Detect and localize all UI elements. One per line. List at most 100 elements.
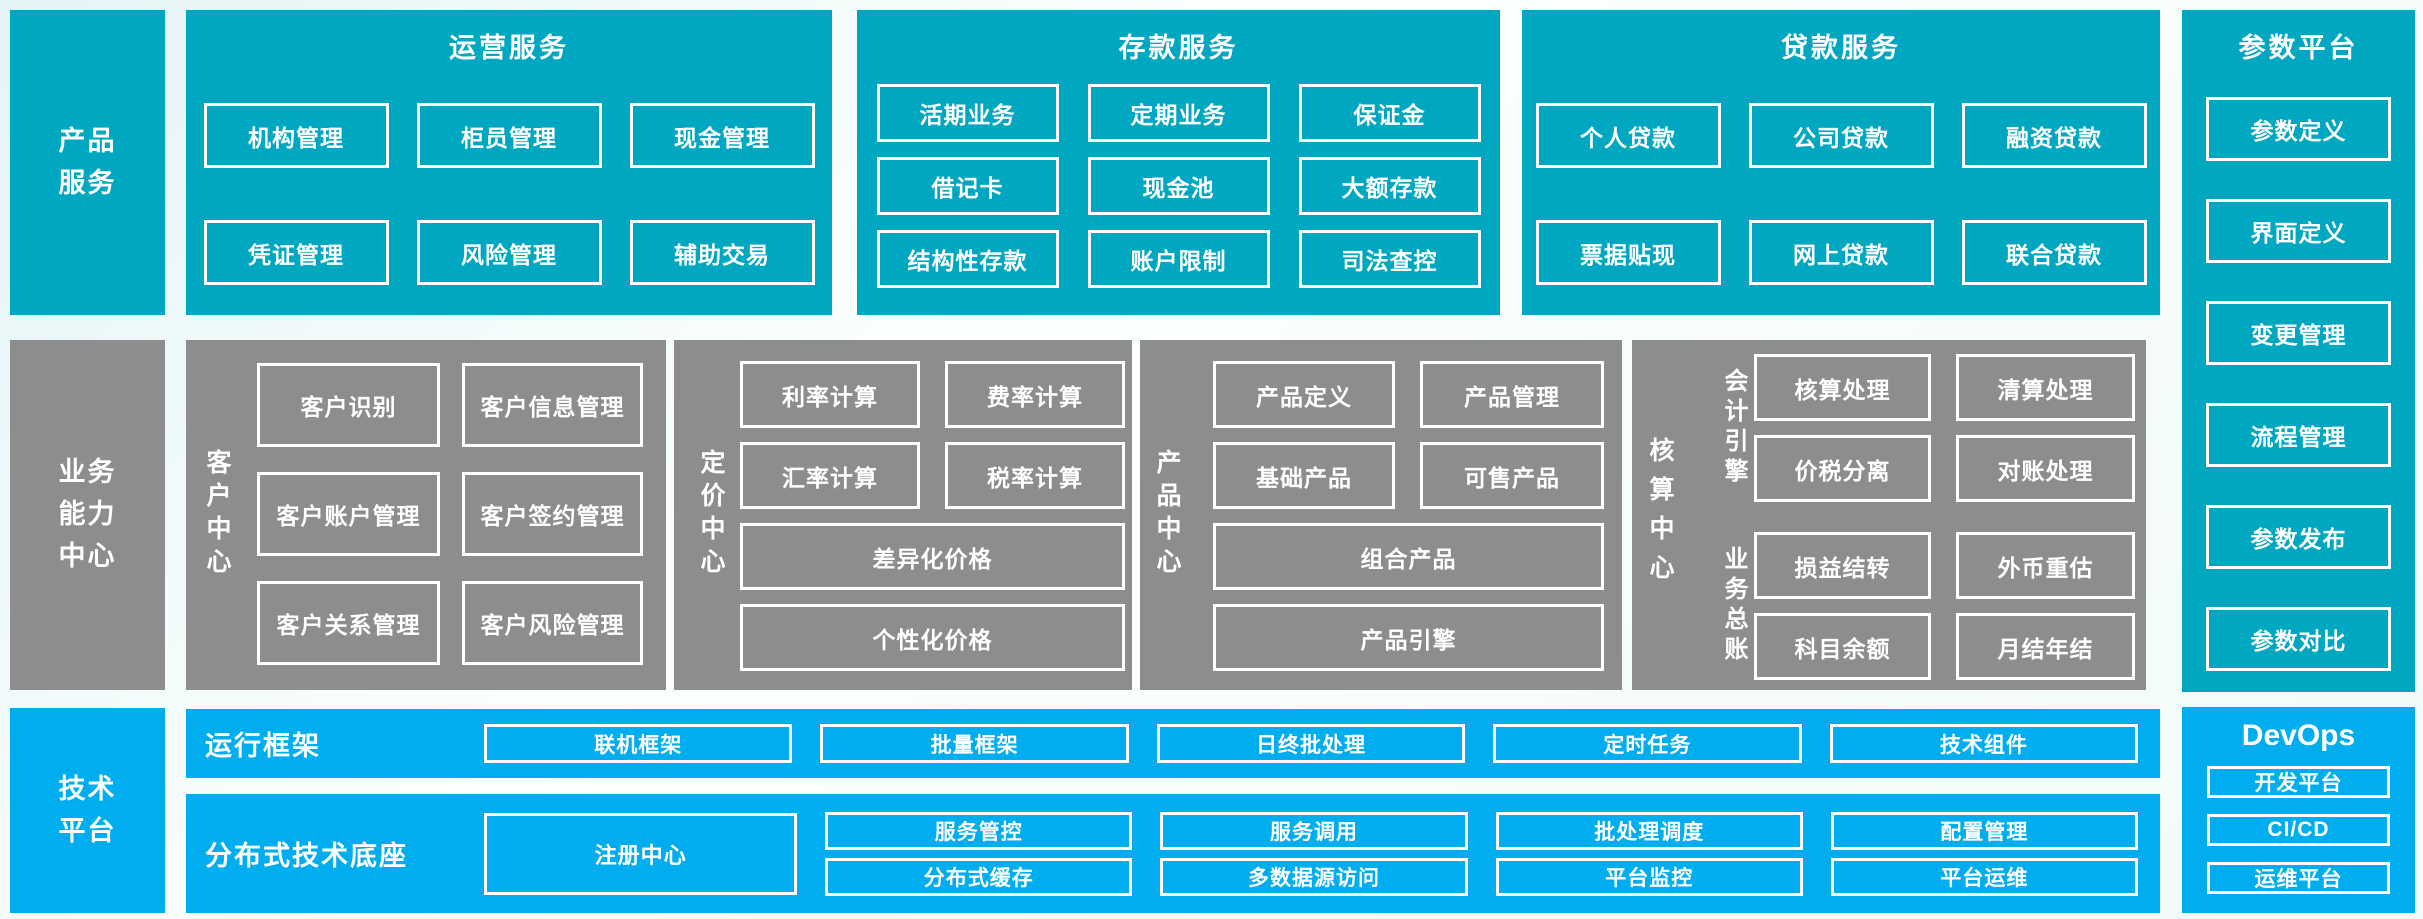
- service-box: 辅助交易: [629, 220, 815, 285]
- bar-distributed-tech-base: 分布式技术底座 注册中心 服务管控 分布式缓存 服务调用 多数据源访问 批处理调…: [186, 794, 2160, 913]
- tech-box-column: 配置管理 平台运维: [1830, 811, 2139, 896]
- panel-accounting-center: 核算中心 会计引擎 核算处理 清算处理 价税分离 对账处理 业务总账 损益结转 …: [1632, 340, 2146, 690]
- customer-box-grid: 客户识别 客户信息管理 客户账户管理 客户签约管理 客户关系管理 客户风险管理: [257, 363, 643, 665]
- tech-box-column: 服务管控 分布式缓存: [825, 811, 1133, 896]
- service-box: 保证金: [1298, 84, 1481, 142]
- tech-box: 批处理调度: [1495, 811, 1803, 850]
- capability-box: 科目余额: [1754, 613, 1931, 680]
- panel-title: DevOps: [2241, 719, 2356, 752]
- capability-box: 客户签约管理: [462, 472, 643, 556]
- service-box: 大额存款: [1298, 157, 1481, 215]
- service-box: 个人贷款: [1535, 103, 1721, 168]
- service-box: 流程管理: [2206, 403, 2391, 467]
- capability-box: 清算处理: [1956, 354, 2135, 421]
- panel-vertical-label: 核算中心: [1646, 437, 1674, 593]
- tech-box: 平台运维: [1830, 857, 2139, 896]
- pricing-box-grid: 利率计算 费率计算 汇率计算 税率计算 差异化价格 个性化价格: [740, 361, 1125, 671]
- capability-box: 核算处理: [1754, 354, 1931, 421]
- service-box: 融资贷款: [1961, 103, 2147, 168]
- band-label-business-capability: 业务 能力 中心: [10, 340, 165, 690]
- loan-box-grid: 个人贷款 公司贷款 融资贷款 票据贴现 网上贷款 联合贷款: [1522, 103, 2160, 285]
- band-label-product-services: 产品 服务: [10, 10, 165, 315]
- tech-box-column: 服务调用 多数据源访问: [1160, 811, 1468, 896]
- capability-box: 产品引擎: [1213, 604, 1604, 671]
- capability-box: 价税分离: [1754, 435, 1931, 502]
- tech-box-column: 批处理调度 平台监控: [1495, 811, 1803, 896]
- tech-box: 日终批处理: [1156, 724, 1466, 763]
- tech-box: 服务管控: [825, 811, 1133, 850]
- panel-title: 贷款服务: [1781, 33, 1901, 63]
- capability-box: 基础产品: [1213, 442, 1395, 509]
- service-box: 凭证管理: [203, 220, 389, 285]
- accounting-group-engine: 会计引擎 核算处理 清算处理 价税分离 对账处理: [1712, 354, 2135, 502]
- panel-deposit-services: 存款服务 活期业务 定期业务 保证金 借记卡 现金池 大额存款 结构性存款 账户…: [857, 10, 1500, 315]
- operations-box-grid: 机构管理 柜员管理 现金管理 凭证管理 风险管理 辅助交易: [186, 103, 832, 285]
- accounting-box-grid: 损益结转 外币重估 科目余额 月结年结: [1754, 532, 2135, 680]
- tech-box: 服务调用: [1160, 811, 1468, 850]
- service-box: 参数发布: [2206, 505, 2391, 569]
- accounting-group-ledger: 业务总账 损益结转 外币重估 科目余额 月结年结: [1712, 532, 2135, 680]
- service-box: 活期业务: [876, 84, 1059, 142]
- tech-box: 技术组件: [1829, 724, 2139, 763]
- capability-box: 产品管理: [1420, 361, 1604, 428]
- panel-vertical-label: 客户中心: [203, 449, 231, 581]
- panel-title: 存款服务: [1118, 33, 1239, 63]
- service-box: 结构性存款: [876, 230, 1059, 288]
- panel-parameter-platform: 参数平台 参数定义 界面定义 变更管理 流程管理 参数发布 参数对比: [2182, 10, 2415, 692]
- capability-box: 客户关系管理: [257, 581, 440, 665]
- devops-box: 开发平台: [2207, 766, 2390, 798]
- capability-box: 费率计算: [945, 361, 1125, 428]
- capability-box: 利率计算: [740, 361, 920, 428]
- capability-box: 个性化价格: [740, 604, 1125, 671]
- service-box: 账户限制: [1087, 230, 1270, 288]
- tech-box: 定时任务: [1493, 724, 1802, 763]
- service-box: 联合贷款: [1961, 220, 2147, 285]
- devops-box-grid: 开发平台 CI/CD 运维平台: [2182, 766, 2415, 894]
- capability-box: 汇率计算: [740, 442, 920, 509]
- panel-devops: DevOps 开发平台 CI/CD 运维平台: [2182, 707, 2415, 913]
- tech-box: 批量框架: [820, 724, 1129, 763]
- parameter-box-grid: 参数定义 界面定义 变更管理 流程管理 参数发布 参数对比: [2182, 97, 2415, 671]
- devops-box: CI/CD: [2207, 814, 2390, 846]
- service-box: 参数对比: [2206, 607, 2391, 671]
- deposit-box-grid: 活期业务 定期业务 保证金 借记卡 现金池 大额存款 结构性存款 账户限制 司法…: [857, 84, 1500, 288]
- capability-box: 对账处理: [1956, 435, 2135, 502]
- capability-box: 差异化价格: [740, 523, 1125, 590]
- accounting-groups: 会计引擎 核算处理 清算处理 价税分离 对账处理 业务总账 损益结转 外币重估 …: [1712, 354, 2135, 680]
- panel-vertical-label: 定价中心: [697, 449, 725, 581]
- capability-box: 产品定义: [1213, 361, 1395, 428]
- capability-box: 客户识别: [257, 363, 440, 447]
- band-label-technology-platform: 技术 平台: [10, 708, 165, 913]
- capability-box: 客户信息管理: [462, 363, 643, 447]
- group-vertical-label: 业务总账: [1720, 546, 1747, 666]
- panel-loan-services: 贷款服务 个人贷款 公司贷款 融资贷款 票据贴现 网上贷款 联合贷款: [1522, 10, 2160, 315]
- bar-runtime-framework: 运行框架 联机框架 批量框架 日终批处理 定时任务 技术组件: [186, 709, 2160, 778]
- service-box: 现金池: [1087, 157, 1270, 215]
- service-box: 柜员管理: [416, 103, 602, 168]
- capability-box: 外币重估: [1956, 532, 2135, 599]
- panel-vertical-label: 产品中心: [1153, 449, 1181, 581]
- service-box: 现金管理: [629, 103, 815, 168]
- service-box: 风险管理: [416, 220, 602, 285]
- tech-box: 分布式缓存: [825, 857, 1133, 896]
- panel-product-center: 产品中心 产品定义 产品管理 基础产品 可售产品 组合产品 产品引擎: [1140, 340, 1622, 690]
- tech-box: 平台监控: [1495, 857, 1803, 896]
- panel-title: 参数平台: [2238, 33, 2359, 63]
- service-box: 变更管理: [2206, 301, 2391, 365]
- bar-label: 分布式技术底座: [205, 841, 408, 871]
- panel-title: 运营服务: [449, 33, 569, 63]
- service-box: 参数定义: [2206, 97, 2391, 161]
- group-vertical-label: 会计引擎: [1720, 368, 1747, 488]
- tech-box: 多数据源访问: [1160, 857, 1468, 896]
- capability-box: 税率计算: [945, 442, 1125, 509]
- service-box: 借记卡: [876, 157, 1059, 215]
- panel-customer-center: 客户中心 客户识别 客户信息管理 客户账户管理 客户签约管理 客户关系管理 客户…: [186, 340, 666, 690]
- capability-box: 月结年结: [1956, 613, 2135, 680]
- capability-box: 可售产品: [1420, 442, 1604, 509]
- capability-box: 组合产品: [1213, 523, 1604, 590]
- product-box-grid: 产品定义 产品管理 基础产品 可售产品 组合产品 产品引擎: [1213, 361, 1604, 671]
- service-box: 公司贷款: [1748, 103, 1934, 168]
- service-box: 网上贷款: [1748, 220, 1934, 285]
- service-box: 司法查控: [1298, 230, 1481, 288]
- service-box: 定期业务: [1087, 84, 1270, 142]
